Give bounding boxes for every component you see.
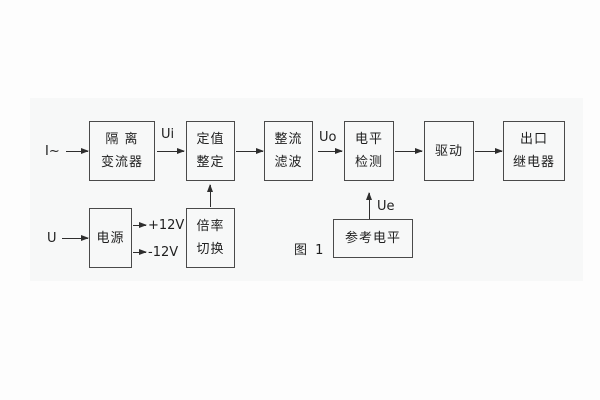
- block-label: 电源: [96, 230, 125, 246]
- block-label: 隔 离: [105, 132, 139, 147]
- block-label: 出口: [519, 132, 548, 147]
- arrow-reference-to-level: [366, 192, 372, 219]
- signal-label-minus-12v: -12V: [148, 245, 179, 260]
- block-label: 电平: [354, 132, 383, 147]
- block-label: 定值: [196, 132, 225, 147]
- arrow-setting-to-rectifier: [236, 148, 264, 154]
- arrow-voltage-input: [62, 235, 89, 241]
- block-level-detection: 电平 检测: [344, 121, 394, 181]
- arrow-ratio-to-setting: [207, 184, 213, 207]
- arrow-isolation-to-setting: [157, 148, 185, 154]
- block-output-relay: 出口 继电器: [503, 121, 565, 181]
- arrow-current-input: [66, 148, 89, 154]
- block-label: 整流: [274, 132, 303, 147]
- signal-label-ue: Ue: [377, 199, 395, 214]
- input-label-voltage: U: [47, 231, 57, 246]
- figure-caption: 图 1: [294, 243, 326, 258]
- block-label: 倍率: [196, 219, 225, 234]
- arrow-plus-12v: [133, 222, 147, 228]
- signal-label-uo: Uo: [319, 130, 337, 145]
- block-label: 变流器: [100, 155, 143, 170]
- block-setting-adjustment: 定值 整定: [186, 121, 235, 181]
- block-label: 参考电平: [344, 231, 401, 246]
- block-label: 切换: [196, 242, 225, 257]
- scan-background: [30, 98, 583, 281]
- signal-label-plus-12v: +12V: [148, 218, 185, 233]
- arrow-level-to-drive: [395, 148, 423, 154]
- block-label: 滤波: [274, 155, 303, 170]
- block-label: 驱动: [434, 143, 463, 159]
- block-label: 继电器: [512, 155, 555, 170]
- block-reference-level: 参考电平: [333, 219, 413, 258]
- arrow-drive-to-output: [475, 148, 503, 154]
- block-power-supply: 电源: [89, 208, 132, 268]
- block-label: 整定: [196, 155, 225, 170]
- arrow-minus-12v: [133, 249, 147, 255]
- block-label: 检测: [354, 155, 383, 170]
- block-isolation-transformer: 隔 离 变流器: [89, 121, 155, 181]
- signal-label-ui: Ui: [161, 127, 175, 142]
- block-rectifier-filter: 整流 滤波: [264, 121, 313, 181]
- block-ratio-switching: 倍率 切换: [186, 208, 235, 268]
- block-drive: 驱动: [424, 121, 474, 181]
- input-label-current: I~: [45, 144, 60, 159]
- arrow-rectifier-to-level: [318, 148, 343, 154]
